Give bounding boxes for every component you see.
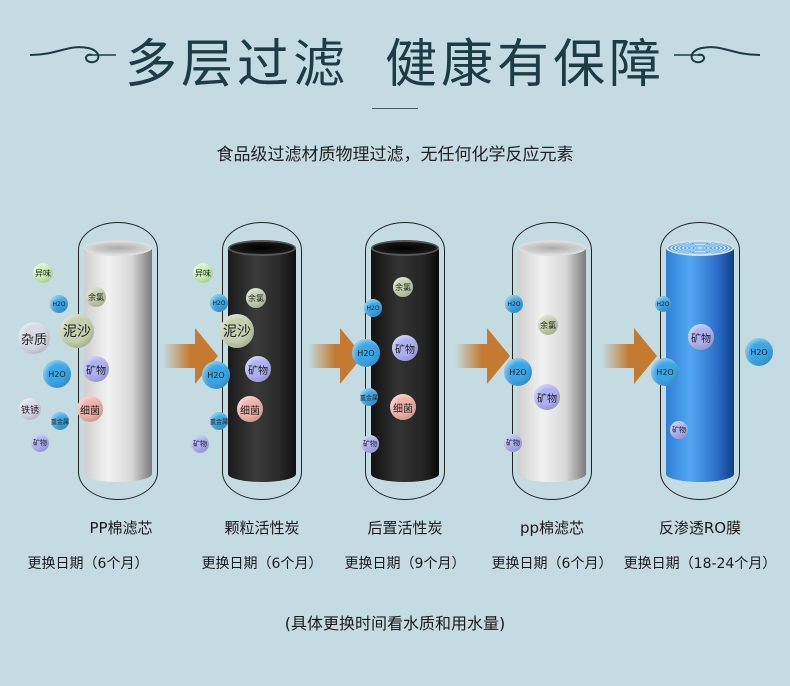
filter-cartridge xyxy=(518,240,586,482)
particle-bubble: 矿物 xyxy=(688,324,714,350)
page-title: 多层过滤健康有保障 xyxy=(0,22,790,97)
cartridge-top xyxy=(666,240,734,256)
filter-name: pp棉滤芯 xyxy=(519,519,585,537)
particle-bubble: H2O xyxy=(651,358,679,386)
particle-bubble: 铁锈 xyxy=(19,398,41,420)
filter-name: 后置活性炭 xyxy=(367,519,443,537)
left-swirl-ornament xyxy=(29,46,116,64)
particle-bubble: 矿物 xyxy=(670,421,688,439)
cartridge-top xyxy=(518,240,586,256)
flow-arrow-icon xyxy=(455,328,510,384)
particle-bubble: 重金属 xyxy=(360,388,378,406)
right-swirl-ornament xyxy=(674,46,761,64)
particle-bubble: 余氯 xyxy=(538,315,558,335)
particle-bubble: H2O xyxy=(505,295,523,313)
particle-bubble: 重金属 xyxy=(51,412,69,430)
particle-bubble: H2O xyxy=(210,294,228,312)
flow-arrow-icon xyxy=(602,328,657,384)
cartridge-top xyxy=(228,240,296,256)
particle-bubble: 杂质 xyxy=(18,322,50,354)
particle-bubble: H2O xyxy=(202,361,230,389)
cartridge-top xyxy=(371,240,439,256)
filter-housing-outline xyxy=(222,222,302,500)
filter-name: 反渗透RO膜 xyxy=(658,519,742,537)
particle-bubble: 余氯 xyxy=(86,287,106,307)
title-right: 健康有保障 xyxy=(385,35,666,95)
divider xyxy=(372,108,418,109)
filter-housing-outline xyxy=(78,222,158,500)
particle-bubble: H2O xyxy=(364,299,382,317)
flow-arrow-icon xyxy=(308,328,363,384)
replacement-period: 更换日期（18-24个月） xyxy=(623,556,777,572)
particle-bubble: 矿物 xyxy=(504,434,522,452)
particle-bubble: 矿物 xyxy=(31,434,49,452)
particle-bubble: 矿物 xyxy=(245,356,271,382)
particle-bubble: 余氯 xyxy=(393,277,413,297)
title-left: 多层过滤 xyxy=(124,35,349,95)
particle-bubble: H2O xyxy=(504,358,532,386)
subtitle: 食品级过滤材质物理过滤，无任何化学反应元素 xyxy=(216,145,574,165)
particle-bubble: 矿物 xyxy=(83,356,109,382)
replacement-period: 更换日期（6个月） xyxy=(27,556,149,572)
replacement-period: 更换日期（6个月） xyxy=(201,556,323,572)
particle-bubble: 余氯 xyxy=(246,288,266,308)
cartridge-top xyxy=(84,240,152,256)
replacement-period: 更换日期（6个月） xyxy=(491,556,613,572)
replacement-period: 更换日期（9个月） xyxy=(344,556,466,572)
particle-bubble: 矿物 xyxy=(191,435,209,453)
filter-name: 颗粒活性炭 xyxy=(224,519,300,537)
particle-bubble: 重金属 xyxy=(210,412,228,430)
filter-cartridge xyxy=(666,240,734,482)
particle-bubble: 细菌 xyxy=(77,396,103,422)
particle-bubble: 泥沙 xyxy=(60,314,94,348)
particle-bubble: 异味 xyxy=(193,263,213,283)
particle-bubble: 泥沙 xyxy=(220,314,254,348)
filter-name: PP棉滤芯 xyxy=(89,519,153,537)
particle-bubble: 细菌 xyxy=(390,394,416,420)
particle-bubble: H2O xyxy=(43,360,71,388)
particle-bubble: H2O xyxy=(745,338,773,366)
particle-bubble: 异味 xyxy=(33,263,53,283)
particle-bubble: 细菌 xyxy=(237,396,263,422)
particle-bubble: H2O xyxy=(655,296,671,312)
footnote: (具体更换时间看水质和用水量) xyxy=(284,614,506,633)
particle-bubble: 矿物 xyxy=(361,435,379,453)
particle-bubble: 矿物 xyxy=(392,335,418,361)
particle-bubble: H2O xyxy=(50,295,68,313)
particle-bubble: 矿物 xyxy=(534,384,560,410)
particle-bubble: H2O xyxy=(352,339,380,367)
